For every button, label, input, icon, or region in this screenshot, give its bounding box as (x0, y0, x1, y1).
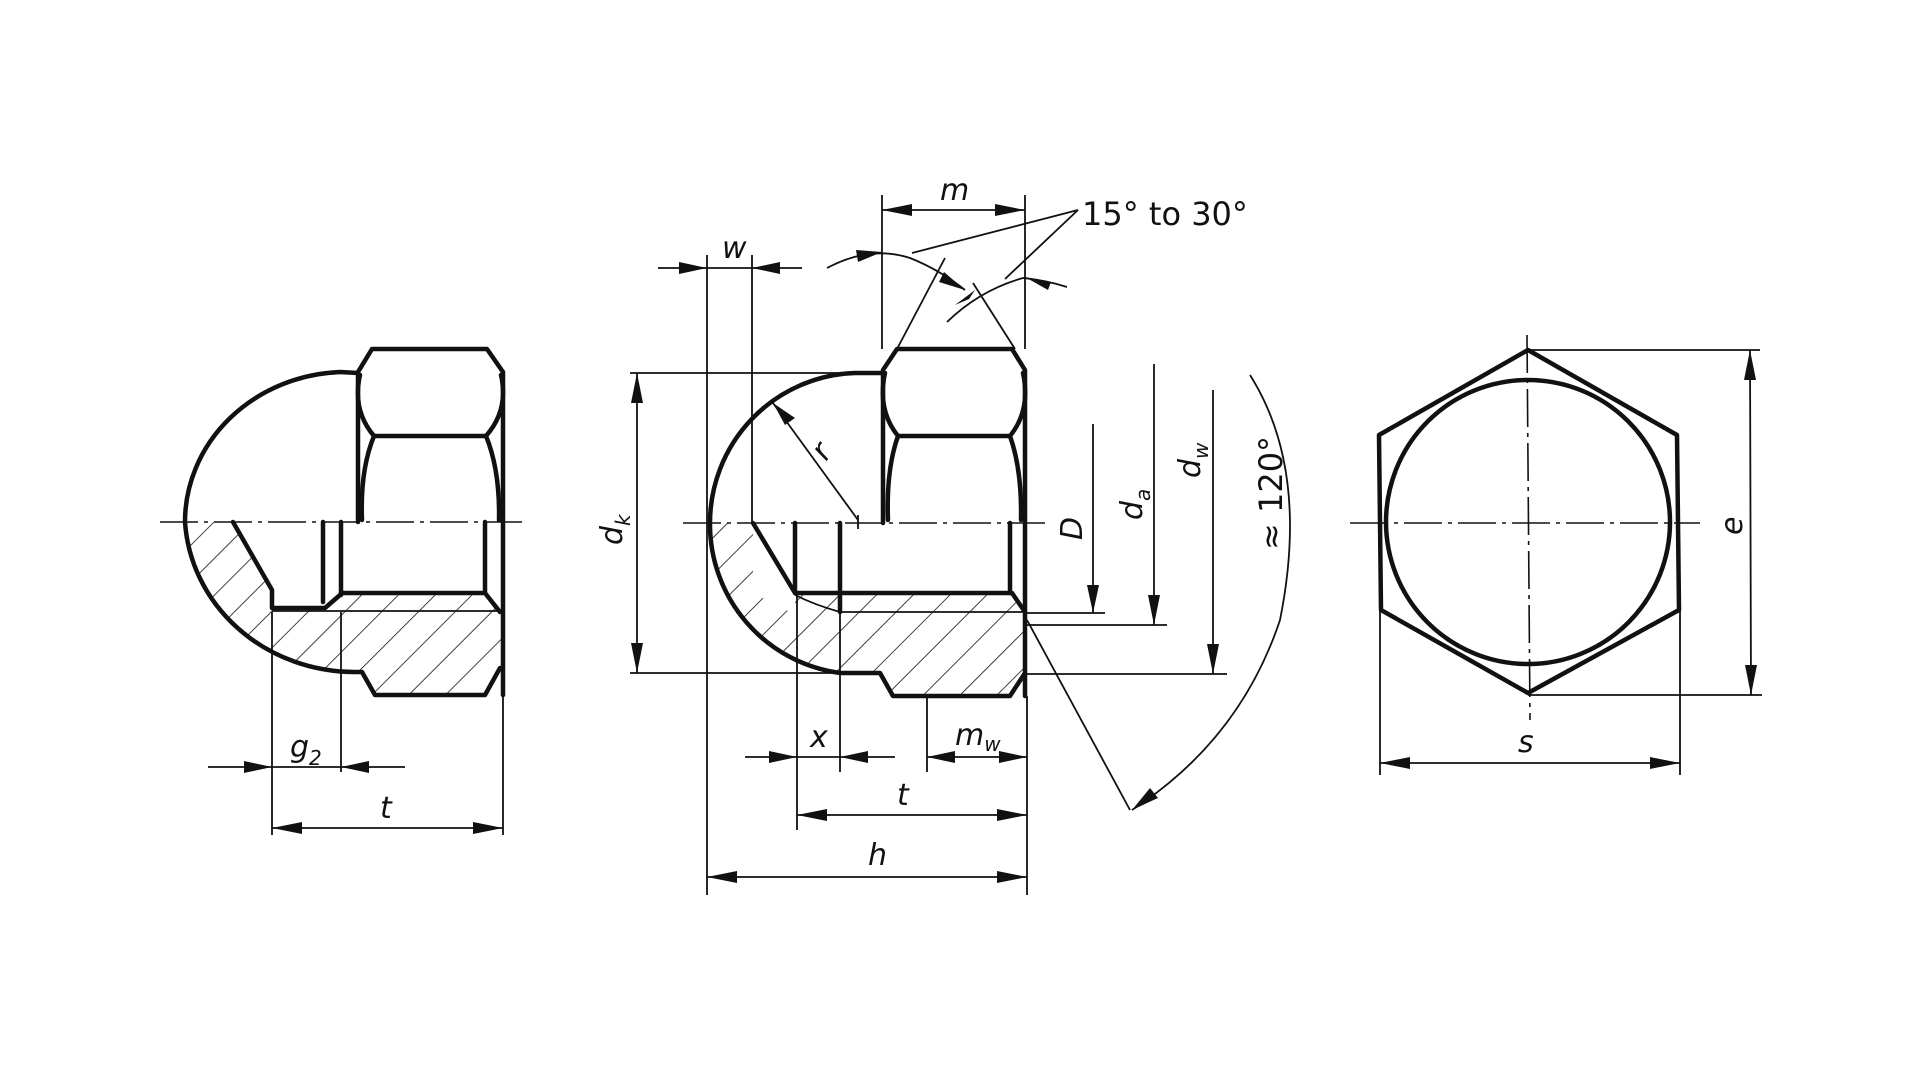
g2-label: g2 (290, 730, 322, 770)
dk-label: dk (595, 513, 635, 545)
arrowhead (840, 751, 868, 763)
e-label: e (1715, 517, 1750, 535)
arrowhead (882, 204, 912, 216)
h-label: h (868, 838, 887, 873)
arrowhead (955, 290, 975, 305)
angle-leader-2 (1004, 209, 1079, 280)
angle-120-label: ≈ 120° (1252, 436, 1290, 550)
arrowhead (1744, 350, 1756, 380)
arrowhead (1745, 665, 1757, 695)
arrowhead (341, 761, 369, 773)
angle-note-label: 15° to 30° (1082, 195, 1248, 233)
arrowhead (997, 871, 1027, 883)
arrowhead (631, 643, 643, 673)
arrowhead (939, 272, 965, 290)
s-label: s (1518, 725, 1534, 760)
arrowhead (473, 822, 503, 834)
w-label: w (722, 231, 747, 266)
arrowhead (797, 809, 827, 821)
arrowhead (272, 822, 302, 834)
left-view: g2 t (160, 346, 525, 835)
m-label: m (940, 173, 969, 208)
arrowhead (1148, 595, 1160, 625)
r-label: r (804, 435, 841, 467)
arrowhead (631, 373, 643, 403)
mw-label: mw (955, 718, 1001, 756)
arrowhead (244, 761, 272, 773)
angle-120-leg (1026, 619, 1131, 811)
dw-label: dw (1173, 442, 1213, 478)
arrowhead (1132, 788, 1158, 810)
angle-120-arc (1131, 374, 1291, 811)
vertical-centerline (1526, 334, 1531, 721)
D-label: D (1055, 517, 1090, 540)
arrowhead (1087, 585, 1099, 613)
angle-arc-right (946, 277, 1068, 323)
chamfer-line-left (896, 257, 946, 350)
middle-view: r w m 15° to 30° (595, 173, 1291, 895)
middle-hex-left-arc (880, 370, 901, 523)
middle-t-label: t (897, 778, 910, 813)
right-view: e s (1350, 334, 1762, 775)
arrowhead (1380, 757, 1410, 769)
left-hex-right-arc (483, 372, 506, 523)
e-dimension-line (1749, 349, 1752, 696)
arrowhead (679, 262, 707, 274)
x-label: x (809, 720, 828, 755)
angle-leader-1 (911, 209, 1079, 254)
hexagon-outline (1376, 347, 1682, 696)
left-dome-outline (182, 369, 503, 698)
arrowhead (769, 751, 797, 763)
arrowhead (999, 751, 1027, 763)
da-label: da (1115, 489, 1155, 520)
arrowhead (1025, 277, 1051, 290)
arrowhead (1650, 757, 1680, 769)
arrowhead (997, 809, 1027, 821)
arrowhead (752, 262, 780, 274)
left-t-label: t (380, 791, 393, 826)
arrowhead (1207, 644, 1219, 674)
middle-thread-line (794, 594, 1025, 613)
middle-dome-outline (707, 370, 1028, 699)
left-hex-left-arc (355, 372, 377, 523)
arrowhead (927, 751, 955, 763)
middle-hex-right-arc (1007, 370, 1028, 523)
arrowhead (995, 204, 1025, 216)
arrowhead (856, 250, 882, 262)
chamfer-line-right (972, 282, 1016, 350)
middle-inner-cavity (750, 520, 1028, 615)
arrowhead (773, 403, 795, 425)
arrowhead (707, 871, 737, 883)
